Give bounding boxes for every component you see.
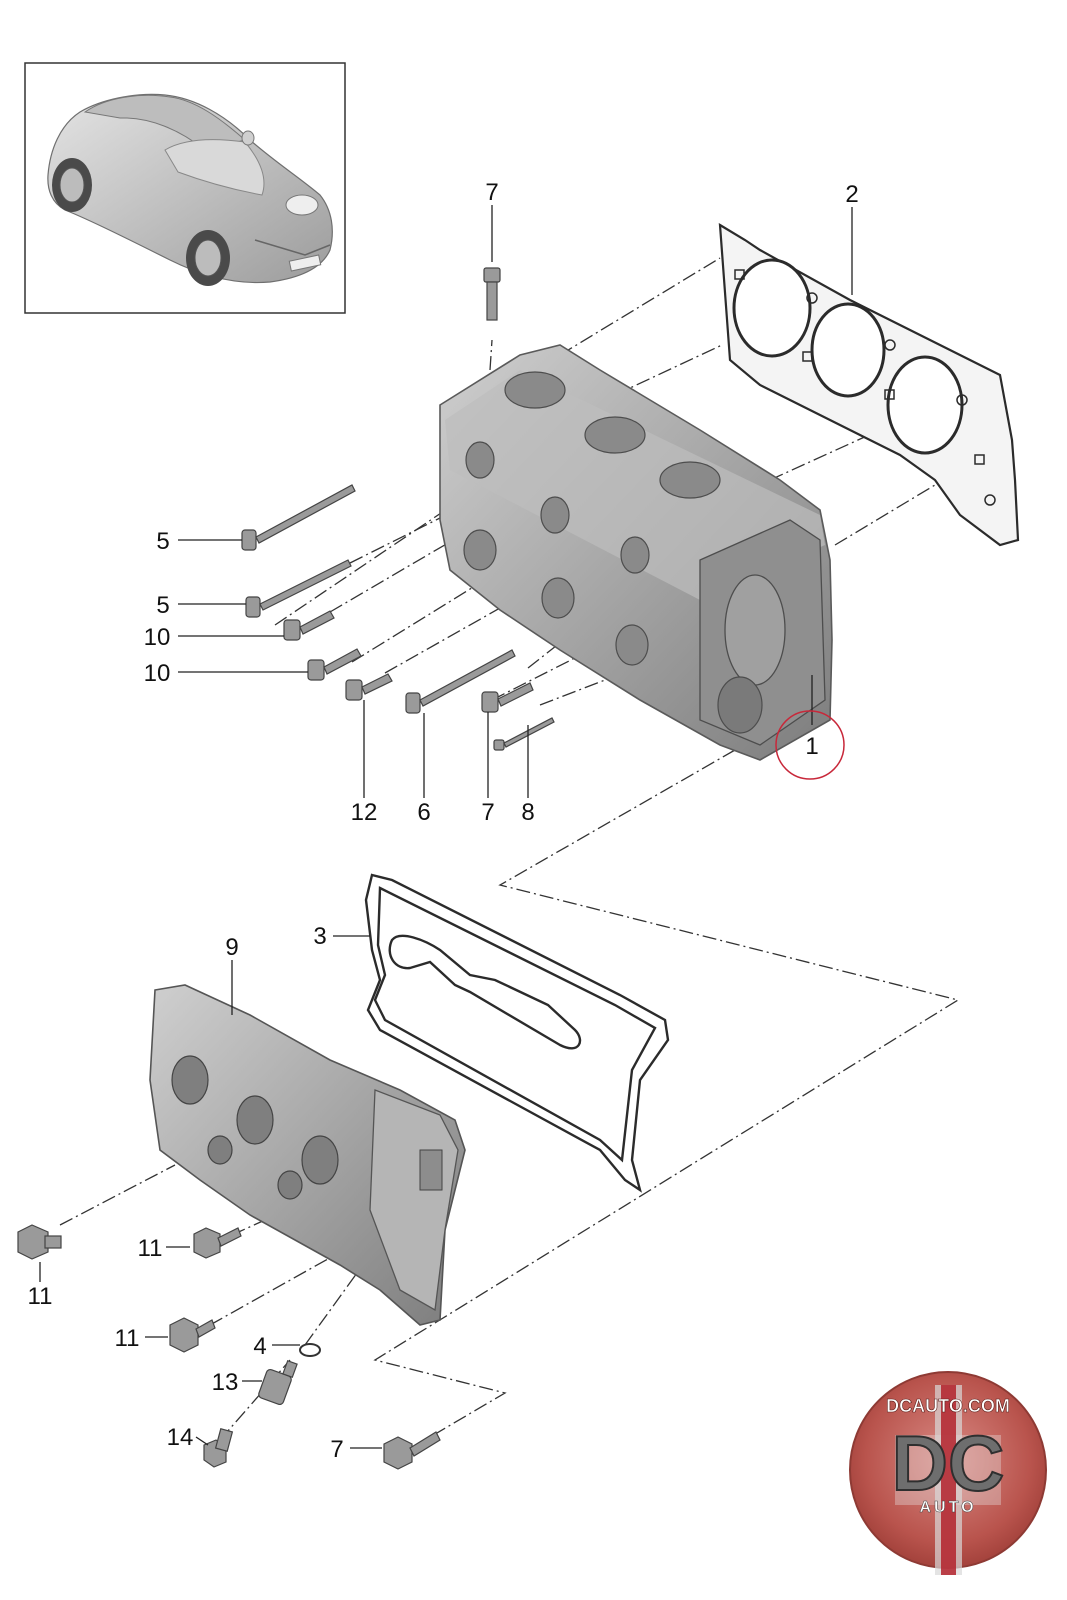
bolt-12	[345, 673, 393, 701]
bolt-11c	[169, 1317, 216, 1353]
bolt-7-bot	[383, 1431, 441, 1470]
bolt-10b	[307, 648, 362, 681]
leader-lines	[39, 205, 853, 1449]
bolt-6	[405, 649, 516, 714]
oring-4	[299, 1343, 321, 1357]
callout-2: 2	[845, 181, 858, 208]
callout-13: 13	[212, 1369, 239, 1396]
callout-4: 4	[253, 1333, 266, 1360]
camshaft-housing	[149, 984, 466, 1326]
stud-8	[493, 717, 555, 751]
sensor-13	[258, 1359, 298, 1406]
dcauto-logo: DCAUTO.COM DC AUTO	[849, 1371, 1047, 1575]
logo-monogram: DC	[892, 1419, 1005, 1507]
car-illustration	[47, 93, 333, 286]
head-gasket	[718, 222, 1020, 547]
cylinder-head	[439, 344, 833, 761]
cover-bolts	[17, 1224, 441, 1470]
vehicle-thumbnail	[24, 62, 346, 314]
callout-11b: 11	[138, 1235, 163, 1262]
callout-6: 6	[417, 799, 430, 826]
bolt-7-mid	[481, 682, 534, 713]
bolt-5b	[245, 559, 352, 618]
callout-14: 14	[167, 1424, 194, 1451]
guide-lines	[59, 257, 1011, 1441]
head-bolts	[241, 267, 555, 751]
bolt-7-top	[483, 267, 501, 321]
callout-7-mid: 7	[481, 799, 494, 826]
callout-10b: 10	[144, 660, 171, 687]
callout-12: 12	[351, 799, 378, 826]
callout-11c: 11	[115, 1325, 140, 1352]
callout-10a: 10	[144, 624, 171, 651]
callout-5b: 5	[156, 592, 169, 619]
valve-cover-gasket	[364, 873, 670, 1193]
bolt-11a	[17, 1224, 62, 1260]
bolt-14	[203, 1428, 234, 1468]
callout-9: 9	[225, 934, 238, 961]
callout-11a: 11	[28, 1283, 53, 1310]
callout-7-bot: 7	[330, 1436, 343, 1463]
callout-7-top: 7	[485, 179, 498, 206]
logo-bottom-text: AUTO	[919, 1499, 976, 1516]
callout-5a: 5	[156, 528, 169, 555]
callout-1: 1	[805, 733, 818, 760]
bolt-10a	[283, 610, 335, 641]
callout-3: 3	[313, 923, 326, 950]
callout-1-highlight-ring	[775, 710, 845, 780]
callout-8: 8	[521, 799, 534, 826]
bolt-11b	[193, 1227, 242, 1259]
bolt-5a	[241, 484, 356, 551]
logo-top-text: DCAUTO.COM	[886, 1396, 1010, 1416]
callout-labels: 7 2 5 5 10 10 12 6 7 8 1 3 9 11 11 11 4 …	[28, 179, 859, 1463]
